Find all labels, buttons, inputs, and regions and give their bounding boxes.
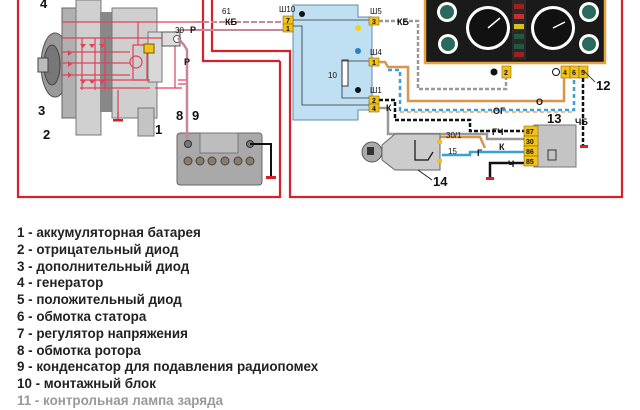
wire-chb-label: ЧБ xyxy=(575,117,588,127)
ground-icon xyxy=(266,176,276,179)
legend-item: 1 - аккумуляторная батарея xyxy=(17,225,201,240)
cluster-pin-label: 2 xyxy=(504,70,508,77)
legend-item: 11 - контрольная лампа заряда xyxy=(17,392,224,408)
connector-sh4-label: Ш4 xyxy=(370,48,382,57)
connectors xyxy=(282,15,380,113)
wire-ch-label: Ч xyxy=(508,159,514,169)
wire-k-label: К xyxy=(386,103,392,113)
ground-icon xyxy=(580,145,588,148)
ground-icon xyxy=(113,119,123,122)
callout-12: 12 xyxy=(596,78,610,93)
cluster-pin-label: 5 xyxy=(581,70,585,77)
cluster-pin-label: 6 xyxy=(572,70,576,77)
relay-pin-label: 30 xyxy=(526,139,534,146)
wire-og-label: ОГ xyxy=(493,106,505,116)
ground-icon xyxy=(486,177,494,180)
pin-label: 7 xyxy=(286,18,290,25)
callout-8: 8 xyxy=(176,108,183,123)
legend-item: 8 - обмотка ротора xyxy=(17,342,141,358)
ignition-switch[interactable] xyxy=(361,133,442,171)
relay-pin-label: 87 xyxy=(526,129,534,136)
legend-item: 3 - дополнительный диод xyxy=(17,258,190,274)
battery xyxy=(176,132,276,186)
callout-2: 2 xyxy=(43,127,50,142)
wire-p-label: Р xyxy=(184,57,190,67)
switch-pin-label: 15 xyxy=(448,147,457,156)
instrument-cluster xyxy=(423,0,607,65)
callout-13: 13 xyxy=(547,111,561,126)
voltage-regulator xyxy=(143,43,155,54)
callout-14: 14 xyxy=(433,174,448,189)
callout-1: 1 xyxy=(155,122,162,137)
pin-label: 1 xyxy=(372,60,376,67)
callout-10: 10 xyxy=(328,71,337,80)
wire-kb-label: КБ xyxy=(225,17,237,27)
wire-61-label: 61 xyxy=(222,7,231,16)
wire-g-label: Г xyxy=(477,148,482,158)
legend-item: 10 - монтажный блок xyxy=(17,376,156,392)
callout-4: 4 xyxy=(40,0,48,11)
pin-label: 4 xyxy=(372,106,376,113)
mounting-block xyxy=(285,4,373,121)
switch-pin-label: 30/1 xyxy=(446,131,462,140)
pin-label: 1 xyxy=(286,26,290,33)
wiring-diagram: 4 3 2 1 8 9 12 13 14 10 61 КБ 30 Р Р КБ … xyxy=(16,0,624,199)
wire-o-label: О xyxy=(536,97,543,107)
relay-pin-label: 86 xyxy=(526,149,534,156)
connector-sh5-label: Ш5 xyxy=(370,7,382,16)
legend-item: 9 - конденсатор для подавления радиопоме… xyxy=(17,359,319,375)
cluster-pin-label: 4 xyxy=(563,70,567,77)
wire-labels: 61 КБ 30 Р Р КБ К О ОГ ЧБ ГЧ К Г Ч xyxy=(175,7,588,169)
pin-label: 3 xyxy=(372,19,376,26)
relay xyxy=(523,124,577,168)
relay-pin-label: 85 xyxy=(526,159,534,166)
callout-3: 3 xyxy=(38,103,45,118)
legend-item: 4 - генератор xyxy=(17,275,104,291)
connector-sh10-label: Ш10 xyxy=(279,5,296,14)
wire-gch-label: ГЧ xyxy=(492,127,503,137)
wire-k-label: К xyxy=(499,142,505,152)
legend: 1 - аккумуляторная батарея 2 - отрицател… xyxy=(17,225,318,410)
legend-item: 5 - положительный диод xyxy=(17,292,182,308)
callout-labels: 4 3 2 1 8 9 12 13 14 10 xyxy=(38,0,610,189)
legend-item: 6 - обмотка статора xyxy=(17,308,147,324)
cluster-pins xyxy=(490,65,589,79)
legend-item: 2 - отрицательный диод xyxy=(17,241,179,257)
legend-item: 7 - регулятор напряжения xyxy=(17,325,188,341)
terminal-30-label: 30 xyxy=(175,26,184,35)
wire-p-label: Р xyxy=(190,25,196,35)
alternator xyxy=(37,0,205,137)
connector-labels: Ш10 7 1 Ш5 3 Ш4 1 Ш1 2 4 2 4 6 5 87 30 8… xyxy=(279,5,585,166)
wires xyxy=(379,19,585,177)
ground-frame xyxy=(16,0,624,199)
wire-kb-label: КБ xyxy=(397,17,409,27)
callout-9: 9 xyxy=(192,108,199,123)
connector-sh1-label: Ш1 xyxy=(370,86,382,95)
pin-label: 2 xyxy=(372,98,376,105)
